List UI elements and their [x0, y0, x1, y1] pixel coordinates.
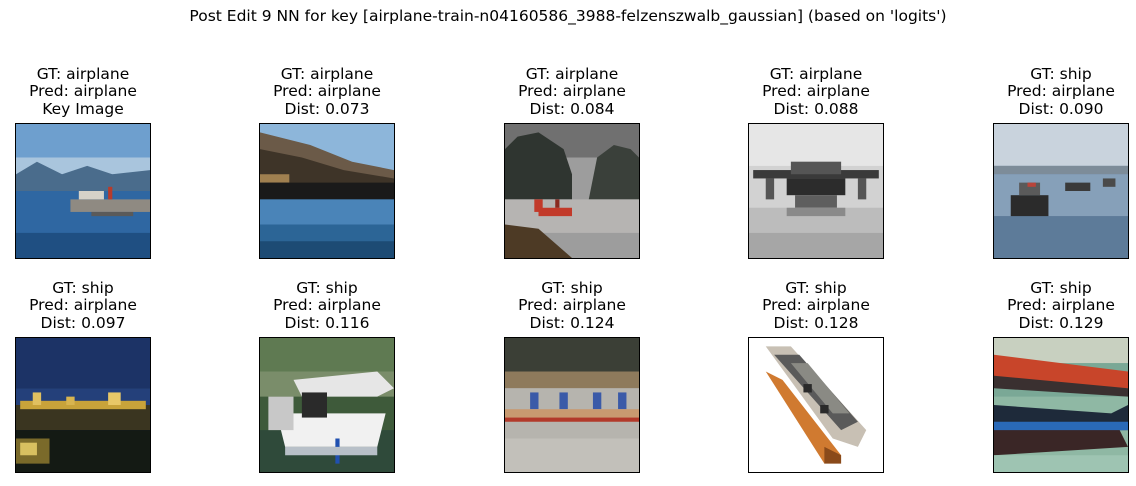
pred-label: Pred: airplane [273, 296, 381, 315]
pred-label: Pred: airplane [29, 82, 137, 101]
distance-label: Dist: 0.097 [40, 313, 126, 332]
distance-label: Dist: 0.073 [284, 99, 370, 118]
gt-label: GT: airplane [36, 65, 130, 83]
gt-label: GT: airplane [280, 65, 374, 83]
pred-label: Pred: airplane [518, 296, 626, 315]
thumbnail-boats-on-grey-sea [993, 123, 1129, 259]
gt-label: GT: airplane [769, 65, 863, 83]
panel-title: GT: ship Pred: airplane Dist: 0.124 [444, 279, 700, 332]
distance-label: Dist: 0.088 [773, 99, 859, 118]
gt-label: GT: ship [785, 279, 847, 297]
thumbnail-diagonal-boat [748, 337, 884, 473]
panel-title: GT: airplane Pred: airplane Dist: 0.088 [688, 65, 944, 118]
gt-label: GT: ship [52, 279, 114, 297]
thumbnail-lake-with-boats [15, 123, 151, 259]
distance-label: Dist: 0.116 [284, 313, 370, 332]
gt-label: GT: ship [1030, 65, 1092, 83]
panel-title: GT: ship Pred: airplane Dist: 0.129 [933, 279, 1136, 332]
panel-title: GT: airplane Pred: airplane Dist: 0.073 [199, 65, 455, 118]
figure-title: Post Edit 9 NN for key [airplane-train-n… [189, 7, 947, 25]
thumbnail-colored-canoes [993, 337, 1129, 473]
distance-label: Dist: 0.129 [1018, 313, 1104, 332]
distance-label: Dist: 0.128 [773, 313, 859, 332]
key-image-label: Key Image [42, 99, 124, 118]
distance-label: Dist: 0.090 [1018, 99, 1104, 118]
pred-label: Pred: airplane [762, 296, 870, 315]
gt-label: GT: ship [1030, 279, 1092, 297]
panel-title: GT: airplane Pred: airplane Key Image [0, 65, 211, 118]
pred-label: Pred: airplane [1007, 82, 1115, 101]
gt-label: GT: ship [296, 279, 358, 297]
thumbnail-rowing-crew [504, 337, 640, 473]
distance-label: Dist: 0.124 [529, 313, 615, 332]
panel-title: GT: ship Pred: airplane Dist: 0.116 [199, 279, 455, 332]
pred-label: Pred: airplane [273, 82, 381, 101]
thumbnail-seaplane-on-lake [504, 123, 640, 259]
distance-label: Dist: 0.084 [529, 99, 615, 118]
thumbnail-grayscale-flying-boat [748, 123, 884, 259]
thumbnail-lake-shore [259, 123, 395, 259]
pred-label: Pred: airplane [762, 82, 870, 101]
thumbnail-night-harbor [15, 337, 151, 473]
gt-label: GT: ship [541, 279, 603, 297]
pred-label: Pred: airplane [518, 82, 626, 101]
pred-label: Pred: airplane [29, 296, 137, 315]
thumbnail-motorboat [259, 337, 395, 473]
panel-title: GT: ship Pred: airplane Dist: 0.128 [688, 279, 944, 332]
pred-label: Pred: airplane [1007, 296, 1115, 315]
gt-label: GT: airplane [525, 65, 619, 83]
panel-title: GT: ship Pred: airplane Dist: 0.097 [0, 279, 211, 332]
panel-title: GT: airplane Pred: airplane Dist: 0.084 [444, 65, 700, 118]
panel-title: GT: ship Pred: airplane Dist: 0.090 [933, 65, 1136, 118]
